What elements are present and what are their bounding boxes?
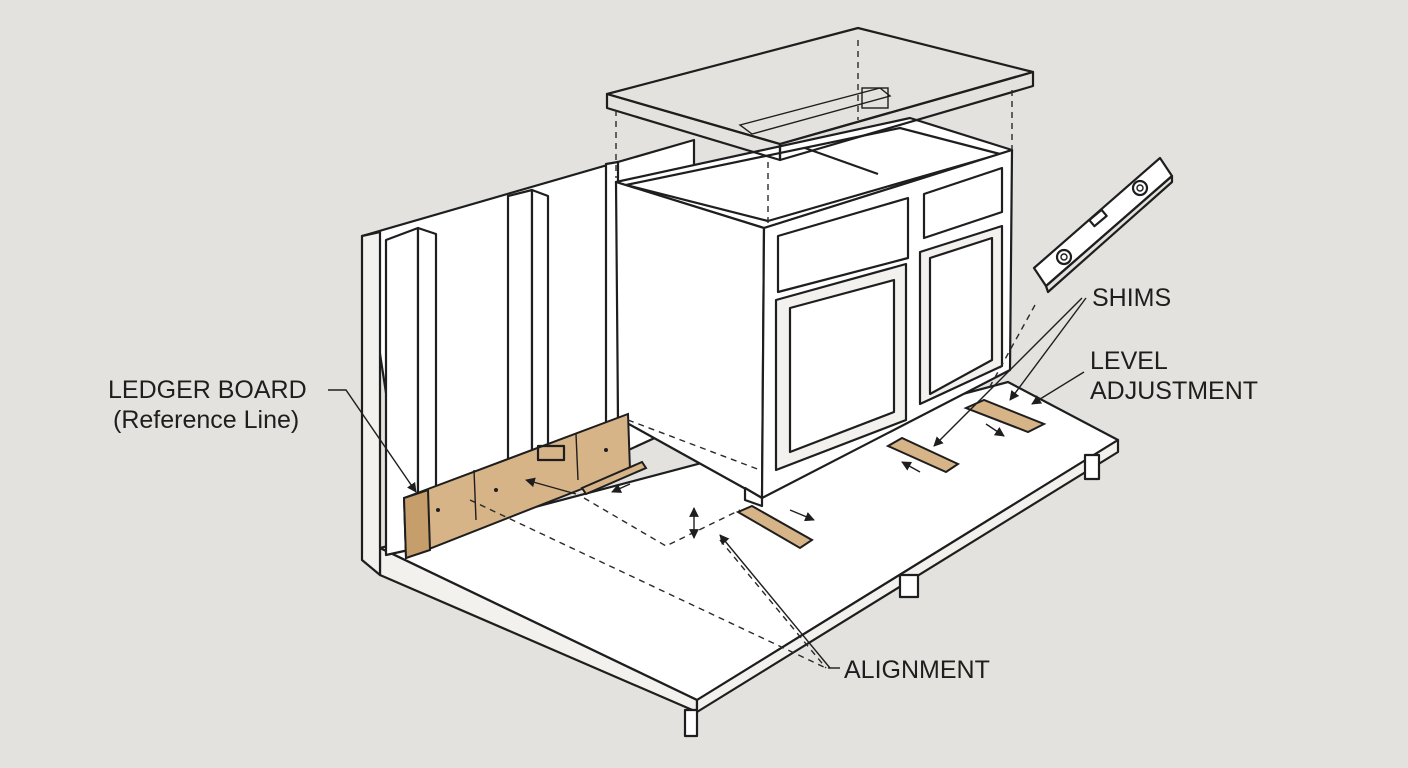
leader-lines xyxy=(328,297,1087,669)
alignment-guides xyxy=(469,304,1036,669)
label-alignment: ALIGNMENT xyxy=(844,656,990,684)
ledger-board xyxy=(402,412,632,560)
label-adjustment: ADJUSTMENT xyxy=(1090,377,1259,405)
spirit-level-icon xyxy=(1032,156,1174,294)
countertop xyxy=(605,26,1035,162)
label-reference-line: (Reference Line) xyxy=(113,406,300,434)
countertop-guides xyxy=(615,40,1013,226)
direction-arrows xyxy=(525,423,1005,539)
base-cabinet xyxy=(614,116,1014,508)
label-ledger-board: LEDGER BOARD xyxy=(108,376,307,404)
label-level: LEVEL xyxy=(1090,347,1168,375)
shims xyxy=(580,398,1047,550)
label-shims: SHIMS xyxy=(1092,284,1172,312)
